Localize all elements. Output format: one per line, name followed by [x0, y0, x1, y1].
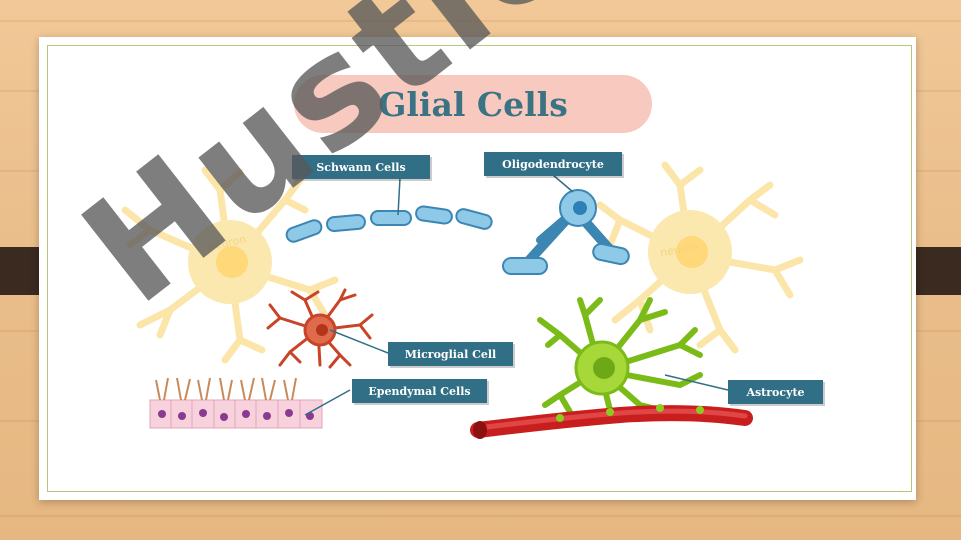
- astrocyte-illustration: [537, 297, 703, 415]
- schwann-cells-label: Schwann Cells: [292, 155, 430, 179]
- slide-inner-border: [47, 45, 912, 492]
- right-neuron-illustration: [596, 161, 804, 354]
- ependymal-cells-label: Ependymal Cells: [352, 379, 487, 403]
- label-pointer-lines: [304, 174, 729, 416]
- microglial-cell-label: Microglial Cell: [388, 342, 513, 366]
- title-banner: Glial Cells: [294, 75, 652, 133]
- page-title: Glial Cells: [378, 84, 568, 124]
- blood-vessel-illustration: [470, 404, 753, 439]
- left-neuron-illustration: [121, 166, 339, 364]
- oligodendrocyte-label: Oligodendrocyte: [484, 152, 622, 176]
- schwann-cells-illustration: [285, 205, 493, 243]
- ependymal-cells-illustration: [149, 377, 323, 429]
- oligodendrocyte-illustration: [502, 189, 630, 275]
- microglial-cell-illustration: [266, 288, 374, 369]
- astrocyte-label: Astrocyte: [728, 380, 823, 404]
